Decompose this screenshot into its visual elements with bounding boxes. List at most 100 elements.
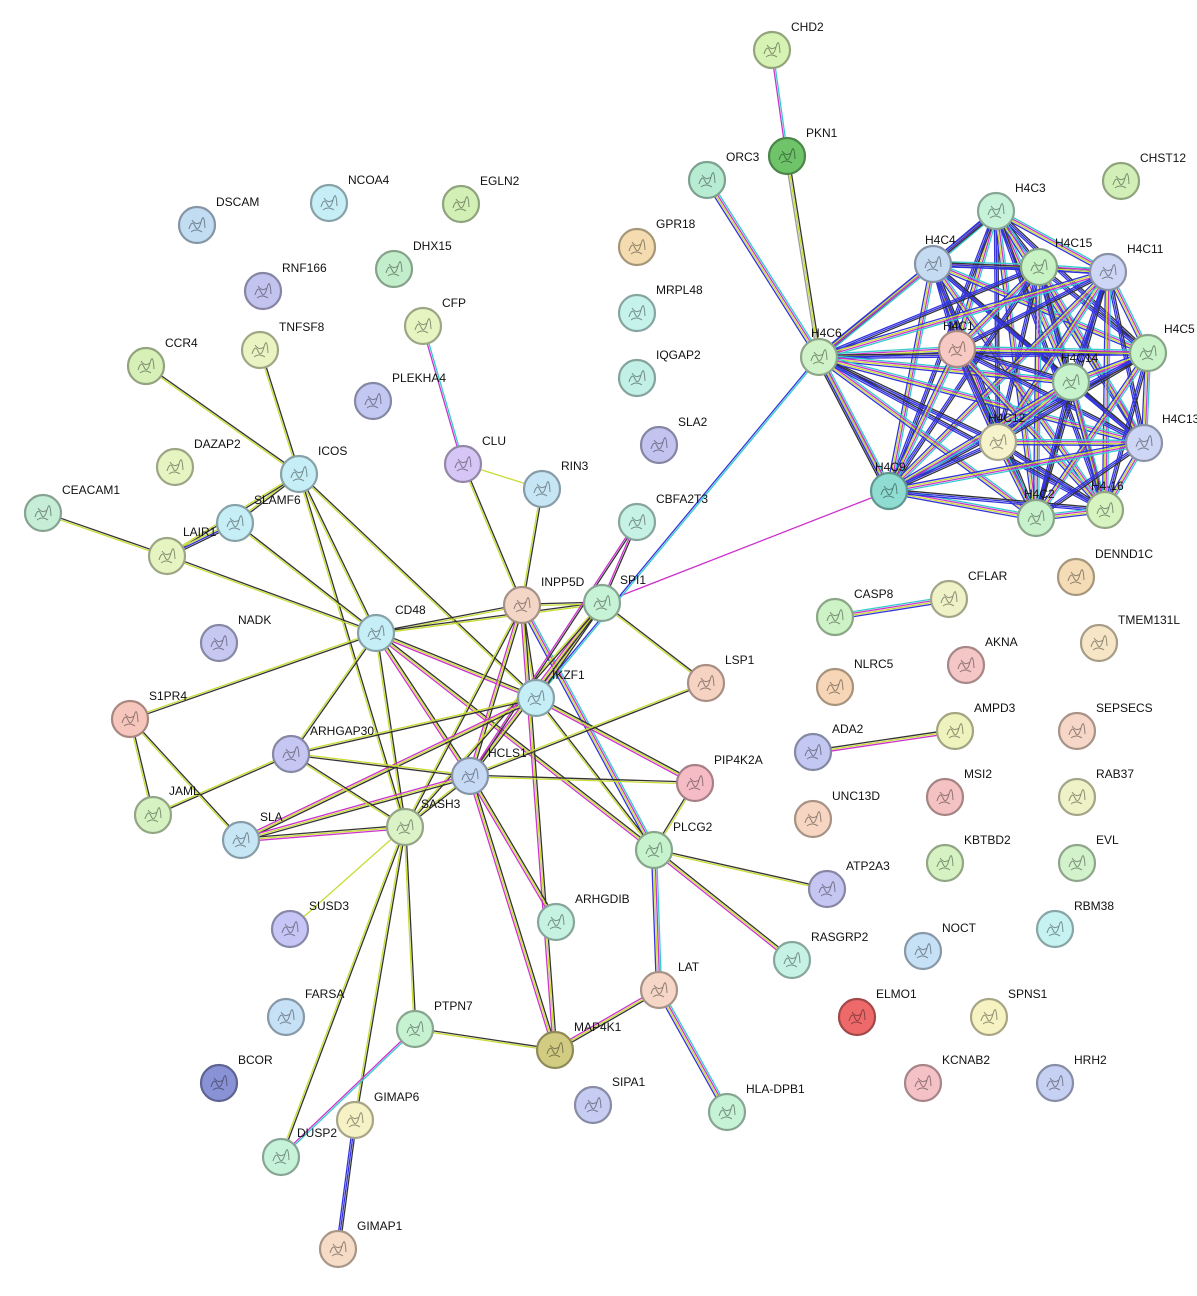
node-h4c6[interactable]: H4C6	[799, 326, 842, 377]
node-circle[interactable]	[935, 711, 975, 751]
node-sipa1[interactable]: SIPA1	[573, 1075, 645, 1125]
node-circle[interactable]	[335, 1100, 375, 1140]
node-circle[interactable]	[502, 585, 542, 625]
node-ada2[interactable]: ADA2	[793, 722, 864, 772]
node-circle[interactable]	[243, 271, 283, 311]
node-circle[interactable]	[221, 820, 261, 860]
node-mrpl48[interactable]: MRPL48	[617, 283, 703, 333]
node-lat[interactable]: LAT	[639, 960, 700, 1010]
node-circle[interactable]	[815, 667, 855, 707]
node-hcls1[interactable]: HCLS1	[450, 746, 527, 796]
node-circle[interactable]	[617, 358, 657, 398]
node-nlrc5[interactable]: NLRC5	[815, 657, 894, 707]
node-rbm38[interactable]: RBM38	[1035, 899, 1114, 949]
node-circle[interactable]	[969, 997, 1009, 1037]
node-cfp[interactable]: CFP	[403, 296, 466, 346]
node-circle[interactable]	[395, 1009, 435, 1049]
node-circle[interactable]	[913, 244, 953, 284]
node-arhgap30[interactable]: ARHGAP30	[271, 724, 374, 774]
node-circle[interactable]	[279, 454, 319, 494]
node-circle[interactable]	[356, 613, 396, 653]
node-circle[interactable]	[799, 337, 839, 377]
node-casp8[interactable]: CASP8	[815, 587, 894, 637]
node-circle[interactable]	[403, 306, 443, 346]
node-circle[interactable]	[126, 346, 166, 386]
node-sash3[interactable]: SASH3	[385, 797, 461, 847]
node-h4c13[interactable]: H4C13	[1124, 412, 1197, 463]
node-cflar[interactable]: CFLAR	[929, 569, 1008, 619]
node-chd2[interactable]: CHD2	[752, 20, 824, 70]
node-circle[interactable]	[978, 422, 1018, 462]
node-dusp2[interactable]: DUSP2	[261, 1126, 337, 1177]
node-susd3[interactable]: SUSD3	[270, 899, 349, 949]
node-sepsecs[interactable]: SEPSECS	[1057, 701, 1153, 751]
node-circle[interactable]	[686, 663, 726, 703]
node-pkn1[interactable]: PKN1	[767, 126, 838, 176]
node-circle[interactable]	[1124, 423, 1164, 463]
node-circle[interactable]	[23, 493, 63, 533]
node-ccr4[interactable]: CCR4	[126, 336, 198, 386]
node-circle[interactable]	[1051, 362, 1091, 402]
node-plcg2[interactable]: PLCG2	[634, 820, 713, 870]
node-iqgap2[interactable]: IQGAP2	[617, 348, 701, 398]
node-icos[interactable]: ICOS	[279, 444, 347, 494]
node-circle[interactable]	[522, 469, 562, 509]
node-h4c1[interactable]: H4C1	[937, 319, 977, 369]
node-circle[interactable]	[925, 843, 965, 883]
node-circle[interactable]	[869, 471, 909, 511]
node-circle[interactable]	[767, 136, 807, 176]
node-hla-dpb1[interactable]: HLA-DPB1	[707, 1082, 805, 1132]
node-pip4k2a[interactable]: PIP4K2A	[675, 753, 763, 803]
node-circle[interactable]	[240, 330, 280, 370]
node-circle[interactable]	[1057, 777, 1097, 817]
node-ikzf1[interactable]: IKZF1	[516, 668, 585, 718]
node-gimap1[interactable]: GIMAP1	[318, 1219, 403, 1269]
node-elmo1[interactable]: ELMO1	[837, 987, 917, 1037]
node-circle[interactable]	[450, 756, 490, 796]
node-h4c15[interactable]: H4C15	[1019, 236, 1093, 287]
node-rin3[interactable]: RIN3	[522, 459, 589, 509]
node-circle[interactable]	[215, 503, 255, 543]
node-lsp1[interactable]: LSP1	[686, 653, 755, 703]
node-inpp5d[interactable]: INPP5D	[502, 575, 585, 625]
node-circle[interactable]	[1057, 843, 1097, 883]
node-circle[interactable]	[582, 583, 622, 623]
node-circle[interactable]	[1101, 161, 1141, 201]
node-chst12[interactable]: CHST12	[1101, 151, 1186, 201]
node-circle[interactable]	[634, 830, 674, 870]
node-slamf6[interactable]: SLAMF6	[215, 493, 301, 543]
node-circle[interactable]	[903, 1063, 943, 1103]
node-circle[interactable]	[946, 645, 986, 685]
node-noct[interactable]: NOCT	[903, 921, 977, 971]
node-atp2a3[interactable]: ATP2A3	[807, 859, 890, 909]
node-circle[interactable]	[516, 678, 556, 718]
node-circle[interactable]	[929, 579, 969, 619]
node-circle[interactable]	[1079, 623, 1119, 663]
node-akna[interactable]: AKNA	[946, 635, 1018, 685]
node-dhx15[interactable]: DHX15	[374, 239, 452, 289]
node-circle[interactable]	[617, 227, 657, 267]
node-farsa[interactable]: FARSA	[266, 987, 344, 1037]
node-circle[interactable]	[270, 909, 310, 949]
node-circle[interactable]	[837, 997, 877, 1037]
node-ceacam1[interactable]: CEACAM1	[23, 483, 120, 533]
node-plekha4[interactable]: PLEKHA4	[353, 371, 446, 421]
node-circle[interactable]	[639, 425, 679, 465]
node-h4c2[interactable]: H4C2	[1016, 487, 1056, 538]
node-clu[interactable]: CLU	[443, 434, 506, 484]
node-circle[interactable]	[110, 699, 150, 739]
node-ampd3[interactable]: AMPD3	[935, 701, 1016, 751]
node-map4k1[interactable]: MAP4K1	[535, 1020, 622, 1070]
node-circle[interactable]	[536, 902, 576, 942]
node-h4c5[interactable]: H4C5	[1128, 322, 1195, 373]
node-kbtbd2[interactable]: KBTBD2	[925, 833, 1011, 883]
node-circle[interactable]	[374, 249, 414, 289]
node-orc3[interactable]: ORC3	[687, 150, 760, 200]
node-circle[interactable]	[903, 931, 943, 971]
node-circle[interactable]	[441, 184, 481, 224]
node-circle[interactable]	[752, 30, 792, 70]
node-circle[interactable]	[937, 329, 977, 369]
node-gpr18[interactable]: GPR18	[617, 217, 696, 267]
node-h4c3[interactable]: H4C3	[976, 181, 1046, 231]
node-circle[interactable]	[573, 1085, 613, 1125]
